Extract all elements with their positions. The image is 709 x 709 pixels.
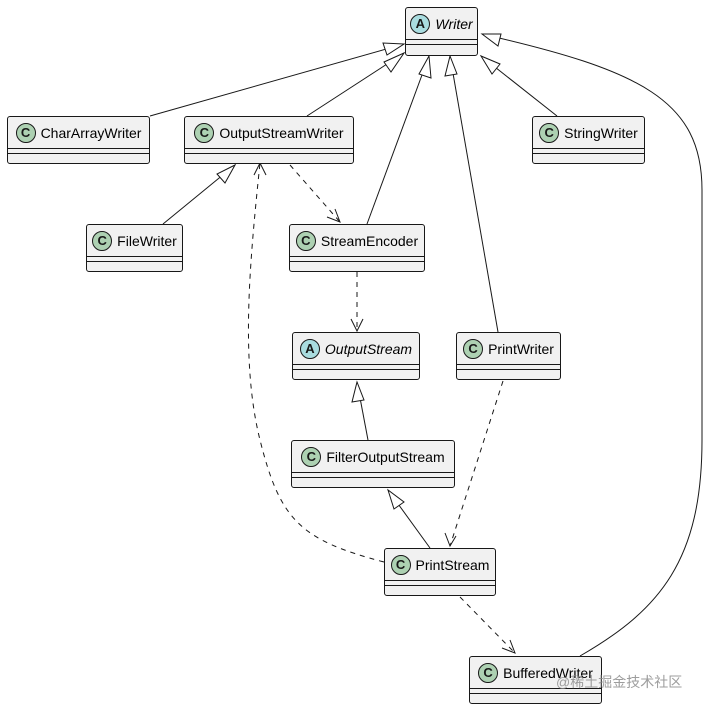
class-icon: C bbox=[463, 338, 484, 359]
arrowhead-extends bbox=[351, 380, 365, 403]
arrowhead-extends bbox=[387, 488, 405, 510]
abstract-class-icon: A bbox=[410, 13, 431, 34]
arrowhead-depends bbox=[501, 639, 516, 654]
class-icon: C bbox=[295, 230, 316, 251]
class-name: OutputStreamWriter bbox=[219, 124, 344, 141]
abstract-class-icon: A bbox=[299, 338, 320, 359]
edge-printwriter-extends-writer bbox=[449, 55, 499, 333]
arrowhead-extends bbox=[444, 54, 458, 77]
class-name: StreamEncoder bbox=[320, 232, 419, 249]
edge-chararraywriter-extends-writer bbox=[149, 43, 405, 117]
class-icon: C bbox=[478, 662, 499, 683]
arrowhead-depends bbox=[350, 318, 364, 333]
edge-outputstreamwriter-uses-streamencoder bbox=[289, 164, 341, 223]
arrowhead-extends bbox=[480, 33, 502, 47]
watermark-text: @稀土掘金技术社区 bbox=[556, 674, 683, 690]
edge-printwriter-uses-printstream bbox=[449, 380, 504, 547]
arrowhead-extends bbox=[418, 54, 432, 79]
class-name: PrintStream bbox=[415, 556, 490, 573]
class-name: BufferedWriter bbox=[503, 664, 593, 681]
arrowhead-depends bbox=[326, 208, 341, 223]
class-name: CharArrayWriter bbox=[40, 124, 142, 141]
edge-bufferedwriter-extends-writer bbox=[481, 33, 703, 657]
class-name: Writer bbox=[435, 15, 473, 32]
arrowhead-extends bbox=[382, 42, 406, 56]
arrowhead-extends bbox=[479, 54, 501, 75]
edge-printstream-uses-bufferedwriter bbox=[459, 596, 516, 654]
class-icon: C bbox=[92, 230, 113, 251]
class-icon: C bbox=[390, 554, 411, 575]
class-name: PrintWriter bbox=[488, 340, 554, 357]
class-name: StringWriter bbox=[564, 124, 638, 141]
arrowhead-extends bbox=[383, 51, 406, 73]
class-icon: C bbox=[301, 446, 322, 467]
edge-streamencoder-extends-writer bbox=[366, 55, 430, 225]
arrowhead-extends bbox=[216, 163, 237, 184]
arrowhead-depends bbox=[444, 532, 457, 548]
class-icon: C bbox=[15, 122, 36, 143]
class-name: FilterOutputStream bbox=[326, 448, 445, 465]
class-icon: C bbox=[194, 122, 215, 143]
class-name: OutputStream bbox=[324, 340, 413, 357]
class-icon: C bbox=[539, 122, 560, 143]
class-name: FileWriter bbox=[117, 232, 177, 249]
